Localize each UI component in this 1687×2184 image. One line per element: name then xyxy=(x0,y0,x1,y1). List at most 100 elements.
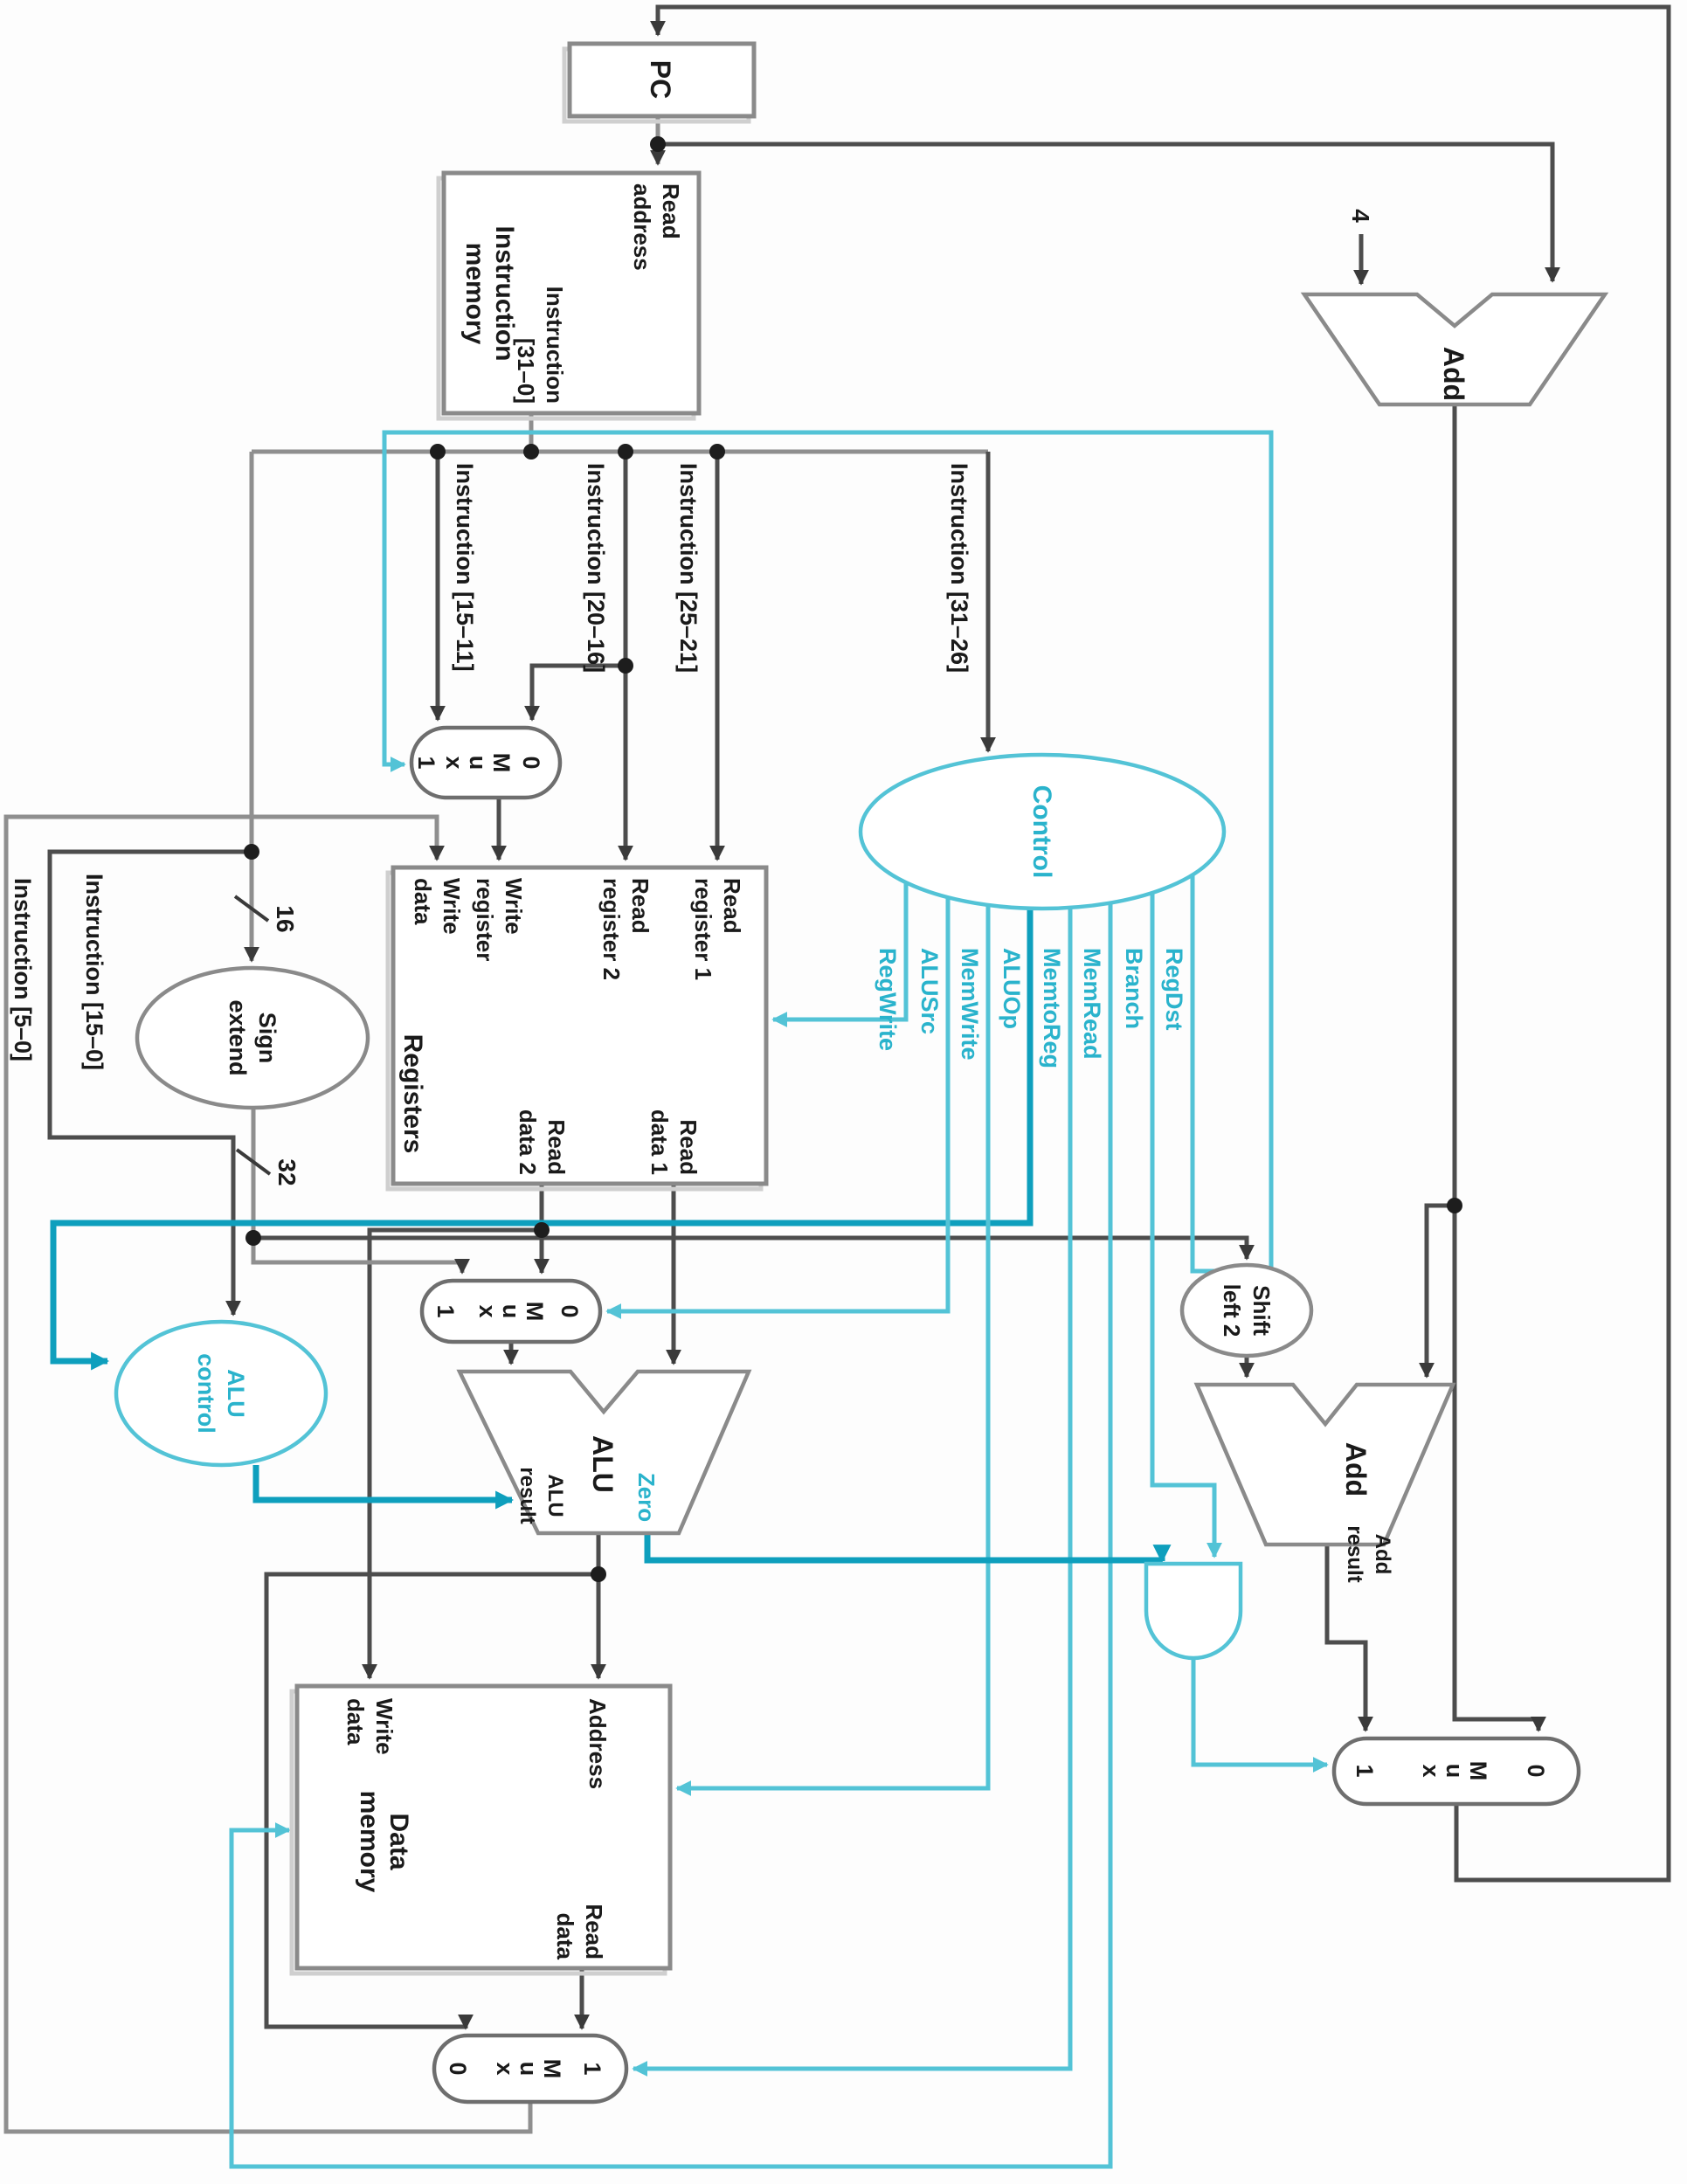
reg-rd2-2: data 2 xyxy=(515,1109,541,1175)
dmem-title-1: Data xyxy=(384,1813,413,1870)
alusrc-mux xyxy=(419,1278,603,1344)
wire-signext-shift xyxy=(253,1235,1255,1261)
alu-control-2: control xyxy=(193,1353,219,1434)
shift-left-2: left 2 xyxy=(1219,1284,1245,1337)
sign-extend-oval xyxy=(135,965,370,1110)
memtoreg-mux-1: 1 xyxy=(579,2062,605,2075)
pc-adder xyxy=(1300,292,1609,407)
junction-pc4 xyxy=(1447,1198,1462,1213)
dmem-title-2: memory xyxy=(355,1791,384,1893)
dmem-address: Address xyxy=(584,1698,611,1789)
junction-pc xyxy=(650,136,666,152)
memtoreg-mux-x: x xyxy=(492,2062,518,2075)
imem-box xyxy=(441,170,702,416)
pc-box xyxy=(567,41,757,119)
alu-shape xyxy=(456,1369,752,1536)
imem-title-2: memory xyxy=(460,243,489,345)
wire-add1-out xyxy=(1452,404,1546,1732)
reg-wd-2: data xyxy=(410,878,436,925)
signal-aluop: ALUOp xyxy=(999,948,1025,1029)
pc-label: PC xyxy=(645,60,676,99)
signal-regdst: RegDst xyxy=(1161,948,1187,1031)
branch-add-result-2: result xyxy=(1343,1525,1366,1582)
alu-control-oval xyxy=(114,1319,328,1468)
label-instr-5-0: Instruction [5–0] xyxy=(10,878,36,1061)
shift-left-1: Shift xyxy=(1248,1285,1275,1336)
imem-out-label-2: [31–0] xyxy=(513,338,539,404)
signal-memwrite: MemWrite xyxy=(957,948,983,1061)
memtoreg-mux-0: 0 xyxy=(445,2062,471,2075)
control-label: Control xyxy=(1027,785,1056,879)
wire-and-out xyxy=(1191,1656,1329,1773)
signal-alusrc: ALUSrc xyxy=(916,948,943,1034)
wire-aluresult-mux0 xyxy=(264,1572,598,2030)
label-instr-15-0: Instruction [15–0] xyxy=(81,874,107,1070)
wire-memtoreg xyxy=(632,908,1073,2077)
branch-adder-label: Add xyxy=(1340,1442,1372,1496)
reg-rd2-1: Read xyxy=(543,1119,570,1175)
reg-rr1-1: Read xyxy=(719,878,745,934)
width-16: 16 xyxy=(272,905,299,932)
junction-bus-1 xyxy=(709,444,725,460)
imem-out-label-1: Instruction xyxy=(542,287,568,404)
junction-bus-2 xyxy=(618,444,633,460)
wire-aluop xyxy=(50,909,1034,1371)
registers-title: Registers xyxy=(398,1034,427,1154)
alusrc-mux-1: 1 xyxy=(432,1304,459,1317)
junction-readdata2 xyxy=(534,1222,550,1238)
memtoreg-mux-m: M xyxy=(539,2059,565,2079)
width-32: 32 xyxy=(273,1158,301,1185)
imem-title-1: Instruction xyxy=(490,226,519,362)
alu-zero-label: Zero xyxy=(633,1473,660,1522)
and-gate xyxy=(1144,1561,1243,1661)
alu-label: ALU xyxy=(587,1435,619,1493)
alu-result-1: ALU xyxy=(543,1474,567,1517)
pcsrc-mux-1: 1 xyxy=(1352,1764,1378,1777)
pcsrc-mux-m: M xyxy=(1465,1761,1491,1781)
wire-branchadd-out xyxy=(1324,1545,1373,1732)
shift-left-2-oval xyxy=(1179,1262,1314,1358)
reg-rd1-2: data 1 xyxy=(646,1109,673,1175)
reg-wr-2: register xyxy=(472,878,498,961)
control-oval xyxy=(858,752,1227,911)
sign-extend-2: extend xyxy=(225,999,251,1075)
reg-rr2-2: register 2 xyxy=(598,878,625,980)
reg-wr-1: Write xyxy=(501,878,527,935)
branch-adder xyxy=(1193,1382,1456,1547)
regdst-mux-0: 0 xyxy=(518,756,544,769)
alu-control-1: ALU xyxy=(223,1369,249,1418)
wire-pc-plus4-riser xyxy=(658,142,1560,283)
alusrc-mux-x: x xyxy=(474,1304,501,1317)
regdst-mux xyxy=(409,725,563,800)
registers-box xyxy=(391,865,769,1186)
signal-regwrite: RegWrite xyxy=(875,948,901,1051)
label-instr-31-26: Instruction [31–26] xyxy=(946,463,972,673)
wire-read-data2-dmem xyxy=(362,1227,542,1680)
signal-memread: MemRead xyxy=(1079,948,1105,1060)
reg-rr1-2: register 1 xyxy=(690,878,716,980)
rotated-figure: PC Read address Instruction [31–0] Instr… xyxy=(3,4,1671,2169)
wire-regdst xyxy=(382,430,1274,1274)
alusrc-mux-0: 0 xyxy=(557,1304,583,1317)
label-instr-15-11: Instruction [15–11] xyxy=(452,463,478,672)
const-4: 4 xyxy=(1347,209,1374,223)
regdst-mux-u: u xyxy=(465,756,491,771)
label-instr-20-16: Instruction [20–16] xyxy=(583,463,609,673)
signal-branch: Branch xyxy=(1121,948,1147,1029)
slash-32 xyxy=(235,1148,272,1176)
pc-adder-label: Add xyxy=(1438,347,1469,401)
wire-alucontrol-out xyxy=(252,1465,515,1510)
wire-pcsrc-to-pc xyxy=(650,4,1671,1883)
pcsrc-mux-0: 0 xyxy=(1523,1764,1549,1777)
reg-rd1-1: Read xyxy=(675,1119,702,1175)
wire-instr-5-0 xyxy=(47,849,252,1317)
alusrc-mux-u: u xyxy=(498,1304,524,1319)
alusrc-mux-m: M xyxy=(522,1302,548,1322)
reg-wd-1: Write xyxy=(439,878,465,935)
imem-read-address-1: Read xyxy=(658,183,684,239)
pcsrc-mux xyxy=(1331,1736,1581,1807)
reg-rr2-1: Read xyxy=(627,878,653,934)
junction-20-16 xyxy=(618,658,633,674)
